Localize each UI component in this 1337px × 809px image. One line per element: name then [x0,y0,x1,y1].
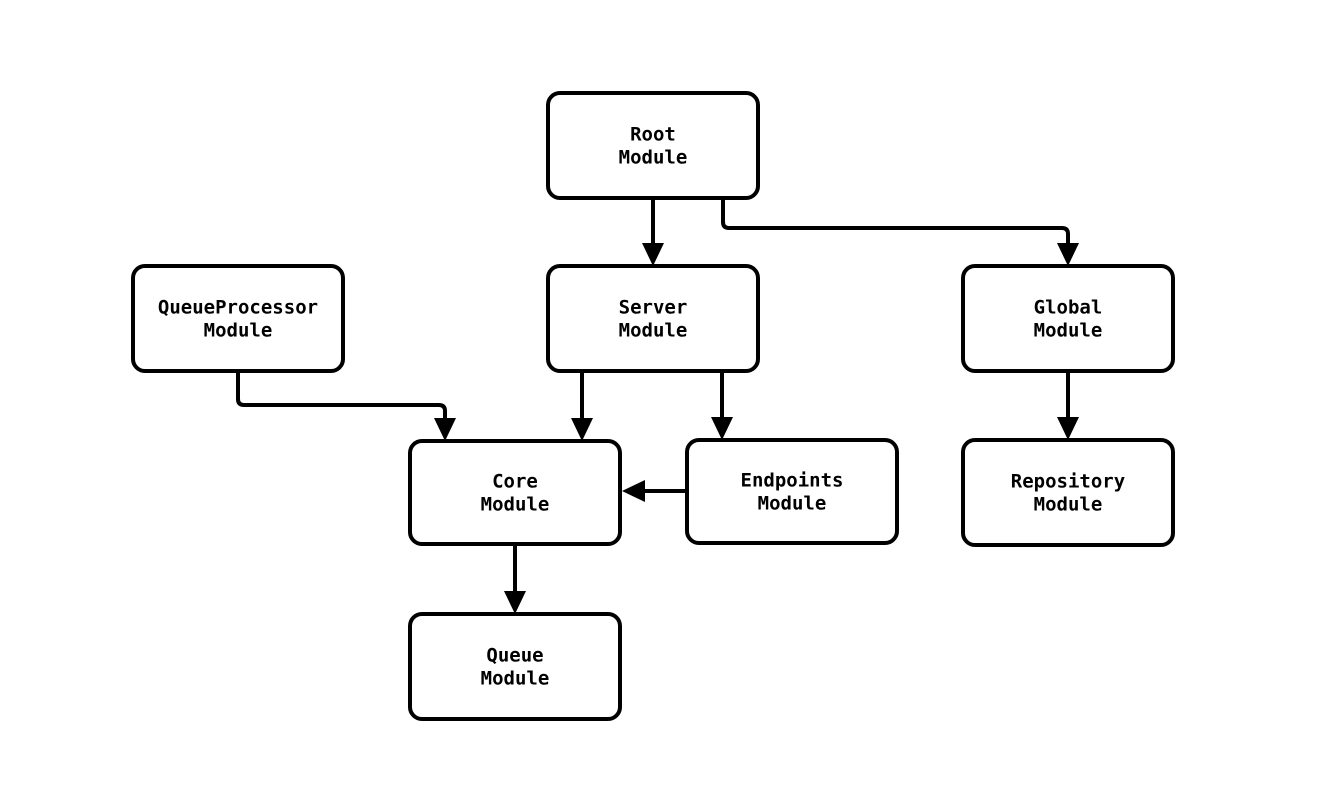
edges-layer [236,198,1079,614]
endpoints-module-node-label-line2: Module [758,492,827,514]
edge-server-to-endpoints [711,371,733,440]
edge-endpoints-to-core [622,480,687,502]
edge-root-to-server-arrowhead-icon [642,243,664,266]
queue-module-node-label-line2: Module [481,667,550,689]
root-module-node-label-line2: Module [619,146,688,168]
edge-queueprocessor-to-core [236,371,456,441]
queue-module-node-label-line1: Queue [486,644,543,666]
server-module-node-label-line2: Module [619,319,688,341]
repository-module-node-label-line1: Repository [1011,470,1125,492]
core-module-node-box[interactable] [408,439,622,546]
server-module-node-box[interactable] [546,264,760,373]
queueprocessor-module-node-label-line2: Module [204,319,273,341]
core-module-node-label-line1: Core [492,470,538,492]
edge-global-to-repository [1057,371,1079,440]
edge-server-to-core-arrowhead-icon [571,418,593,441]
edge-endpoints-to-core-arrowhead-icon [622,480,645,502]
edge-server-to-endpoints-arrowhead-icon [711,417,733,440]
edge-core-to-queue [504,544,526,614]
edge-root-to-global-line [721,198,1070,247]
edge-root-to-global-arrowhead-icon [1057,243,1079,266]
root-module-node-box[interactable] [546,91,760,200]
endpoints-module-node-box[interactable] [685,438,899,545]
edge-global-to-repository-arrowhead-icon [1057,417,1079,440]
repository-module-node-label-line2: Module [1034,493,1103,515]
edge-core-to-queue-arrowhead-icon [504,591,526,614]
endpoints-module-node-label-line1: Endpoints [741,469,844,491]
queueprocessor-module-node-box[interactable] [131,264,345,373]
edge-root-to-server [642,198,664,266]
edge-root-to-global [721,198,1079,266]
global-module-node-box[interactable] [961,264,1175,373]
core-module-node-label-line2: Module [481,493,550,515]
edge-queueprocessor-to-core-line [236,371,447,422]
repository-module-node-box[interactable] [961,438,1175,547]
root-module-node-label-line1: Root [630,123,676,145]
queueprocessor-module-node-label-line1: QueueProcessor [158,296,318,318]
global-module-node-label-line2: Module [1034,319,1103,341]
server-module-node-label-line1: Server [619,296,688,318]
edge-queueprocessor-to-core-arrowhead-icon [434,418,456,441]
edge-server-to-core [571,371,593,441]
global-module-node-label-line1: Global [1034,296,1103,318]
queue-module-node-box[interactable] [408,612,622,721]
